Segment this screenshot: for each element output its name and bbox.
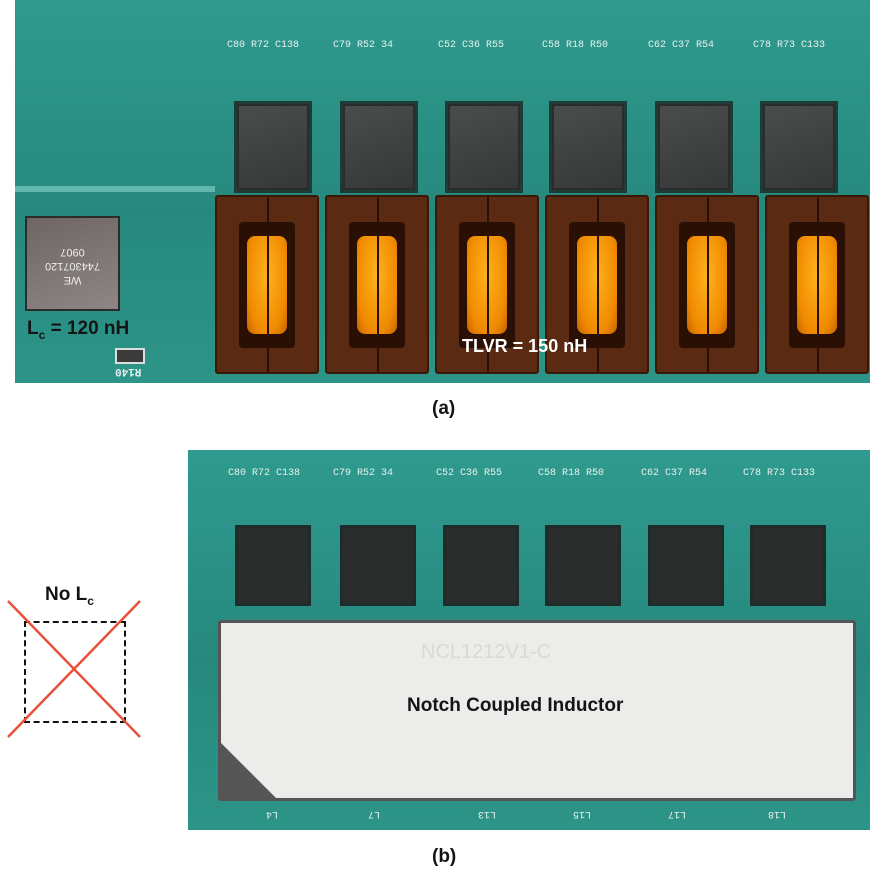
corner-mark — [221, 743, 276, 798]
tlvr-inductor — [765, 195, 869, 374]
board-edge — [15, 186, 215, 192]
silkscreen-label: C80 R72 C138 — [228, 468, 301, 479]
inductor-ref: L15 — [573, 808, 592, 819]
marking-line: WE — [63, 274, 82, 286]
silkscreen-label: C78 R73 C133 — [743, 468, 816, 479]
marking-line: 0907 — [60, 246, 85, 258]
silkscreen-label: C79 R52 34 — [333, 468, 394, 479]
inductor-ref: L4 — [266, 808, 279, 819]
controller-chip — [448, 104, 520, 190]
no-lc-main: No L — [45, 584, 88, 605]
silkscreen-label: C52 C36 R55 — [436, 468, 503, 479]
controller-chip — [238, 528, 308, 603]
dashed-box — [24, 621, 126, 723]
controller-chip — [552, 104, 624, 190]
tlvr-inductor — [545, 195, 649, 374]
inductor-ref: L18 — [768, 808, 787, 819]
panel-b-photo: C80 R72 C138 C79 R52 34 C52 C36 R55 C58 R18… — [188, 450, 870, 830]
core-slot — [377, 197, 379, 372]
silkscreen-label: C62 C37 R54 — [641, 468, 708, 479]
part-marking: NCL1212V1-C — [421, 641, 552, 663]
controller-chip — [343, 528, 413, 603]
resistor — [115, 348, 145, 364]
silkscreen-label: C62 C37 R54 — [648, 40, 715, 51]
controller-chip — [753, 528, 823, 603]
silkscreen-label: C78 R73 C133 — [753, 40, 826, 51]
no-lc-label: No Lc — [45, 584, 94, 608]
controller-chip — [548, 528, 618, 603]
silkscreen-label: C52 C36 R55 — [438, 40, 505, 51]
controller-chip — [343, 104, 415, 190]
controller-chip — [658, 104, 730, 190]
tlvr-label: TLVR = 150 nH — [462, 336, 588, 356]
core-slot — [817, 197, 819, 372]
caption-b: (b) — [432, 846, 457, 867]
tlvr-inductor — [215, 195, 319, 374]
tlvr-inductor — [435, 195, 539, 374]
controller-chip — [763, 104, 835, 190]
silkscreen-label: C80 R72 C138 — [227, 40, 300, 51]
coupled-label: Notch Coupled Inductor — [407, 695, 624, 716]
controller-chip — [446, 528, 516, 603]
lc-sub: c — [38, 327, 46, 342]
resistor-label: R140 — [115, 365, 142, 377]
lc-inductor: WE 744307120 0907 — [25, 216, 120, 311]
panel-a-photo: C80 R72 C138 C79 R52 34 C52 C36 R55 C58 R18… — [15, 0, 870, 383]
no-lc-sub: c — [87, 593, 94, 608]
tlvr-inductor — [655, 195, 759, 374]
core-slot — [707, 197, 709, 372]
core-slot — [597, 197, 599, 372]
tlvr-inductor — [325, 195, 429, 374]
silkscreen-label: C58 R18 R50 — [542, 40, 609, 51]
silkscreen-label: C58 R18 R50 — [538, 468, 605, 479]
inductor-ref: L7 — [368, 808, 381, 819]
controller-chip — [237, 104, 309, 190]
lc-label: Lc = 120 nH — [27, 318, 129, 342]
cross-icon — [7, 600, 141, 738]
coupled-inductor: NCL1212V1-C Notch Coupled Inductor — [218, 620, 856, 801]
core-slot — [267, 197, 269, 372]
inductor-ref: L13 — [478, 808, 497, 819]
lc-rest: = 120 nH — [45, 318, 130, 339]
marking-line: 744307120 — [44, 260, 101, 272]
core-slot — [487, 197, 489, 372]
lc-main: L — [27, 318, 39, 339]
caption-a: (a) — [432, 398, 456, 419]
silkscreen-label: C79 R52 34 — [333, 40, 394, 51]
inductor-ref: L17 — [668, 808, 687, 819]
controller-chip — [651, 528, 721, 603]
